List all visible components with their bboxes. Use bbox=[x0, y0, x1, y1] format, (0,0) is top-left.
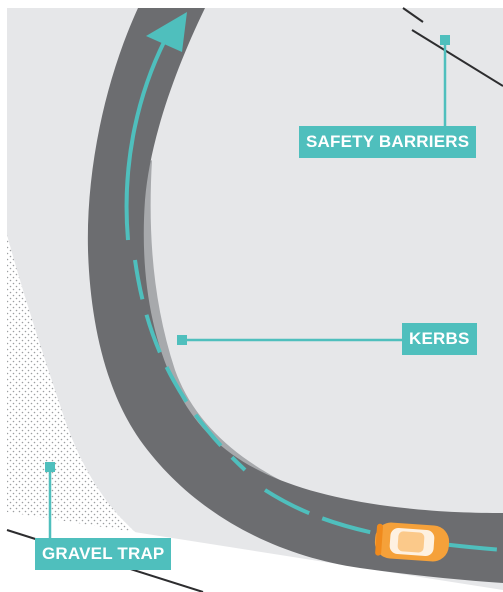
gravel-trap-marker bbox=[45, 462, 55, 472]
track-surface bbox=[87, 8, 503, 583]
arrow-icon bbox=[146, 12, 187, 52]
kerbs-marker bbox=[177, 335, 187, 345]
gravel-trap-label: GRAVEL TRAP bbox=[35, 538, 172, 570]
car-icon bbox=[374, 522, 450, 562]
racing-line-dash bbox=[133, 259, 247, 472]
racing-line bbox=[124, 39, 167, 241]
racing-line-exit bbox=[263, 488, 503, 552]
kerbs-label: KERBS bbox=[402, 323, 477, 355]
safety-barriers-marker bbox=[440, 35, 450, 45]
safety-barrier-right bbox=[411, 29, 503, 87]
track-verge-bottom bbox=[7, 512, 503, 592]
safety-barriers-label: SAFETY BARRIERS bbox=[299, 126, 477, 158]
gravel-trap-dots bbox=[7, 235, 150, 545]
safety-barrier-top bbox=[402, 7, 424, 23]
